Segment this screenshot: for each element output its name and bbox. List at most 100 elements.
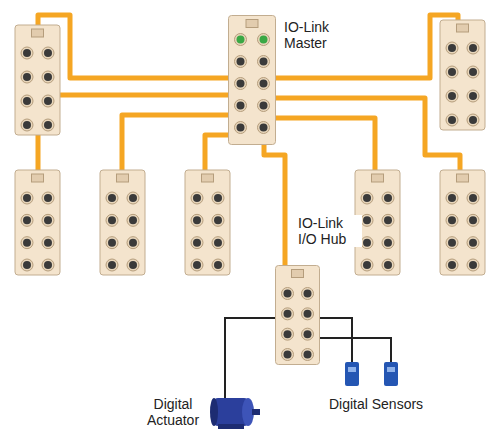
port-socket	[44, 49, 52, 57]
node-heading: IO-Link I/O Hub	[298, 215, 362, 247]
port-ring	[302, 308, 314, 320]
port-ring	[191, 214, 203, 226]
port-ring	[127, 214, 139, 226]
port-socket	[214, 216, 222, 224]
module-housing	[440, 170, 485, 275]
port-socket	[23, 97, 31, 105]
port-socket	[108, 216, 116, 224]
port-ring	[446, 114, 458, 126]
port-ring	[446, 192, 458, 204]
port-socket	[469, 92, 477, 100]
port-socket	[448, 92, 456, 100]
port-ring	[42, 192, 54, 204]
port-ring	[106, 192, 118, 204]
port-ring	[21, 47, 33, 59]
port-ring	[302, 349, 314, 361]
port-socket	[448, 44, 456, 52]
port-socket	[44, 97, 52, 105]
port-ring	[467, 114, 479, 126]
port-ring	[258, 56, 270, 68]
port-ring	[127, 192, 139, 204]
port-ring	[21, 237, 33, 249]
port-socket	[23, 121, 31, 129]
port-socket	[44, 194, 52, 202]
port-ring	[21, 192, 33, 204]
motor-shaft	[252, 409, 260, 415]
module-housing	[229, 16, 276, 145]
port-socket	[363, 261, 371, 269]
port-socket	[284, 330, 292, 338]
module-housing	[15, 170, 60, 275]
module-label-plate	[372, 174, 384, 182]
io-link-master: IO-Link Master	[228, 15, 276, 145]
port-ring	[258, 78, 270, 90]
port-ring	[361, 214, 373, 226]
port-ring	[446, 237, 458, 249]
port-socket	[304, 290, 312, 298]
port-socket	[363, 216, 371, 224]
port-socket	[44, 73, 52, 81]
port-socket	[284, 290, 292, 298]
module-label-plate	[32, 174, 44, 182]
port-socket	[260, 102, 268, 110]
port-socket	[193, 216, 201, 224]
sensors-label: Digital Sensors	[316, 396, 436, 412]
port-socket	[129, 194, 137, 202]
port-socket	[23, 49, 31, 57]
port-ring	[467, 214, 479, 226]
node-heading: IO-Link Master	[284, 19, 348, 51]
port-socket	[237, 80, 245, 88]
port-socket	[469, 194, 477, 202]
port-ring	[106, 214, 118, 226]
port-socket	[129, 239, 137, 247]
port-socket	[384, 216, 392, 224]
port-ring	[282, 328, 294, 340]
port-socket	[44, 121, 52, 129]
module-housing	[100, 170, 145, 275]
port-ring	[467, 66, 479, 78]
port-socket	[260, 124, 268, 132]
port-ring	[361, 259, 373, 271]
port-socket	[108, 261, 116, 269]
io-link-cable	[264, 145, 285, 265]
port-ring	[235, 78, 247, 90]
sensor-lens	[387, 367, 395, 372]
port-socket	[448, 216, 456, 224]
port-ring	[302, 288, 314, 300]
port-socket	[23, 261, 31, 269]
port-socket	[129, 261, 137, 269]
port-ring	[212, 192, 224, 204]
port-ring	[21, 71, 33, 83]
port-socket	[448, 116, 456, 124]
port-ring	[258, 34, 270, 46]
status-led	[260, 36, 268, 44]
sensor-body	[345, 362, 359, 386]
module-housing	[276, 266, 320, 365]
port-socket	[129, 216, 137, 224]
port-ring	[235, 122, 247, 134]
port-ring	[467, 90, 479, 102]
port-socket	[384, 239, 392, 247]
port-socket	[304, 310, 312, 318]
module-label-plate	[457, 24, 469, 32]
module-label-plate	[117, 174, 129, 182]
port-socket	[44, 261, 52, 269]
port-ring	[258, 122, 270, 134]
port-ring	[302, 328, 314, 340]
sensor-body	[384, 362, 398, 386]
port-socket	[469, 68, 477, 76]
port-socket	[448, 194, 456, 202]
port-ring	[191, 259, 203, 271]
digital-sensors	[345, 362, 398, 386]
module-label-plate	[246, 20, 258, 28]
actuator-label: Digital Actuator	[136, 396, 210, 428]
port-ring	[212, 214, 224, 226]
module-label-plate	[202, 174, 214, 182]
port-ring	[127, 237, 139, 249]
port-ring	[446, 42, 458, 54]
port-socket	[384, 261, 392, 269]
io-link-cables	[38, 15, 460, 172]
port-ring	[191, 192, 203, 204]
port-socket	[284, 351, 292, 359]
port-socket	[448, 68, 456, 76]
